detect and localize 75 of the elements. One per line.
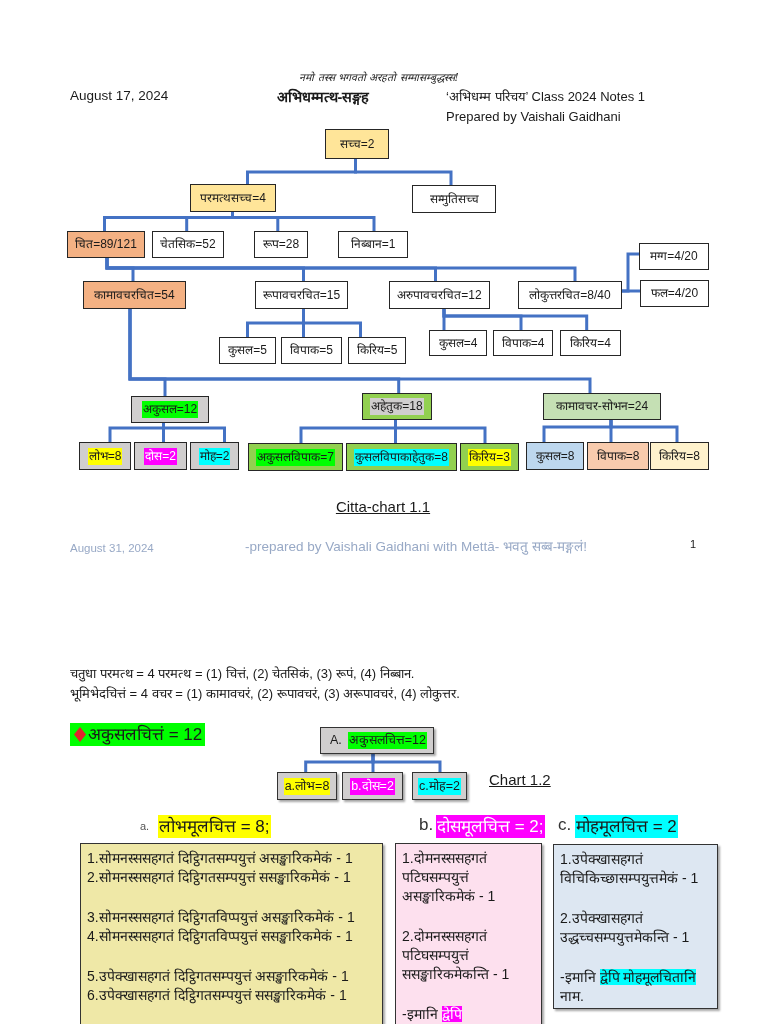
paragraph: चतुधा परमत्थ = 4 परमत्थ = (1) चित्तं, (2) चेतसिकं, (3) रूपं, (4) निब्बान.	[70, 666, 415, 683]
chart-box: किरिय=8	[650, 442, 709, 470]
list-marker: a.	[140, 820, 150, 834]
chart-box: विपाक=4	[493, 330, 553, 356]
chart-box: चित=89/121	[67, 231, 145, 258]
list-item: 2.दोमनस्ससहगतं पटिघसम्पयुत्तं ससङ्खारिकमेकन्ति - 1	[402, 927, 511, 984]
list-marker: b.	[419, 815, 434, 836]
footer-date: August 31, 2024	[70, 541, 154, 556]
chart-box: कामावचर-सोभन=24	[543, 393, 661, 420]
chart-box: कुसल=4	[429, 330, 487, 356]
chart-box: b.दोस=2	[342, 772, 403, 800]
chart-box: रूप=28	[254, 231, 308, 258]
header-text: Prepared by Vaishali Gaidhani	[446, 109, 621, 126]
chart-caption: Chart 1.2	[489, 771, 551, 790]
connector-line	[128, 309, 592, 393]
connector-line	[609, 420, 679, 442]
chart-box: मोह=2	[190, 442, 239, 470]
footer-text: -prepared by Vaishali Gaidhani with Mettā- भवतु सब्ब-मङ्गलं!	[245, 539, 587, 556]
connector-line	[442, 309, 589, 330]
chart-box: अकुसलविपाक=7	[248, 443, 343, 471]
chart-box: a.लोभ=8	[277, 772, 337, 800]
chart-box: मग्ग=4/20	[639, 243, 709, 270]
connector-line	[371, 754, 442, 772]
chart-box: रूपावचरचित=15	[255, 281, 348, 309]
list-item: -इमानि द्वेपि	[402, 1005, 463, 1024]
list-item: 1.सोमनस्ससहगतं दिट्ठिगतसम्पयुत्तं असङ्खारिकमेकं - 1	[87, 849, 354, 868]
connector-line	[354, 159, 453, 185]
date-text: August 17, 2024	[70, 88, 169, 105]
chart-box: सम्मुतिसच्च	[412, 185, 496, 213]
list-item: 5.उपेक्खासहगतं दिट्ठिगतसम्पयुत्तं असङ्खारिकमेकं - 1	[87, 967, 350, 986]
list-item: 4.सोमनस्ससहगतं दिट्ठिगतविप्पयुत्तं ससङ्खारिकमेकं - 1	[87, 927, 354, 946]
chart-box: परमत्थसच्च=4	[190, 184, 276, 212]
page-number: 1	[690, 538, 697, 552]
connector-line	[105, 258, 577, 281]
chart-box: विपाक=8	[587, 442, 649, 470]
chart-box: अरुपावचरचित=12	[389, 281, 490, 309]
chart-box: A. अकुसलचित्त=12	[320, 727, 434, 754]
list-marker: c.	[558, 815, 572, 836]
chart-box: फल=4/20	[640, 280, 709, 307]
chart-box: किरिय=3	[460, 443, 519, 471]
chart-box: किरिय=5	[348, 337, 406, 364]
chart-box: चेतसिक=52	[152, 231, 224, 258]
chart-box: कुसल=5	[219, 337, 276, 364]
chart-box: दोस=2	[134, 442, 187, 470]
list-item: -इमानि द्वेपि मोहमूलचितानि नाम.	[560, 968, 698, 1006]
chart-box: सच्च=2	[325, 129, 389, 159]
chart-box: कुसल=8	[526, 442, 584, 470]
list-item: 1.दोमनस्ससहगतं पटिघसम्पयुत्तं असङ्खारिकमेकं - 1	[402, 849, 497, 906]
panel-heading: लोभमूलचित्त = 8;	[158, 815, 271, 838]
chart-box: लोकुत्तरचित=8/40	[518, 281, 622, 309]
connector-line	[231, 212, 376, 231]
list-item: 6.उपेक्खासहगतं दिट्ठिगतसम्पयुत्तं ससङ्खारिकमेकं - 1	[87, 986, 348, 1005]
title: अभिधम्मत्थ-सङ्गह	[276, 88, 370, 107]
panel-heading: दोसमूलचित्त = 2;	[436, 815, 545, 838]
chart-caption: Citta-chart 1.1	[335, 498, 431, 517]
connector-line	[162, 423, 226, 442]
header-text: ‘अभिधम्म परिचय’ Class 2024 Notes 1	[446, 89, 645, 106]
panel-heading: मोहमूलचित्त = 2	[575, 815, 678, 838]
chart-box: अकुसल=12	[131, 396, 209, 423]
chart-box: निब्बान=1	[338, 231, 408, 258]
chart-box: कामावचरचित=54	[83, 281, 186, 309]
list-item: 3.सोमनस्ससहगतं दिट्ठिगतविप्पयुत्तं असङ्खारिकमेकं - 1	[87, 908, 356, 927]
list-item: 2.उपेक्खासहगतं उद्धच्चसम्पयुत्तमेकन्ति - 1	[560, 909, 691, 947]
list-item: 1.उपेक्खासहगतं विचिकिच्छासम्पयुत्तमेकं - 1	[560, 850, 700, 888]
invocation-text: नमो तस्स भगवतो अरहतो सम्मासम्बुद्धस्स!	[299, 71, 459, 85]
list-item: 2.सोमनस्ससहगतं दिट्ठिगतसम्पयुत्तं ससङ्खारिकमेकं - 1	[87, 868, 352, 887]
connector-line	[622, 289, 640, 293]
chart-box: लोभ=8	[79, 442, 131, 470]
chart-box: किरिय=4	[560, 330, 621, 356]
chart-box: अहेतुक=18	[362, 393, 432, 420]
section-heading: अकुसलचित्तं = 12	[88, 723, 206, 746]
chart-box: कुसलविपाकाहेतुक=8	[346, 443, 457, 471]
chart-box: विपाक=5	[281, 337, 342, 364]
chart-box: c.मोह=2	[412, 772, 467, 800]
paragraph: भूमिभेदचित्तं = 4 वचर = (1) कामावचरं, (2) रूपावचरं, (3) अरूपावचरं, (4) लोकुत्तर.	[70, 686, 460, 703]
